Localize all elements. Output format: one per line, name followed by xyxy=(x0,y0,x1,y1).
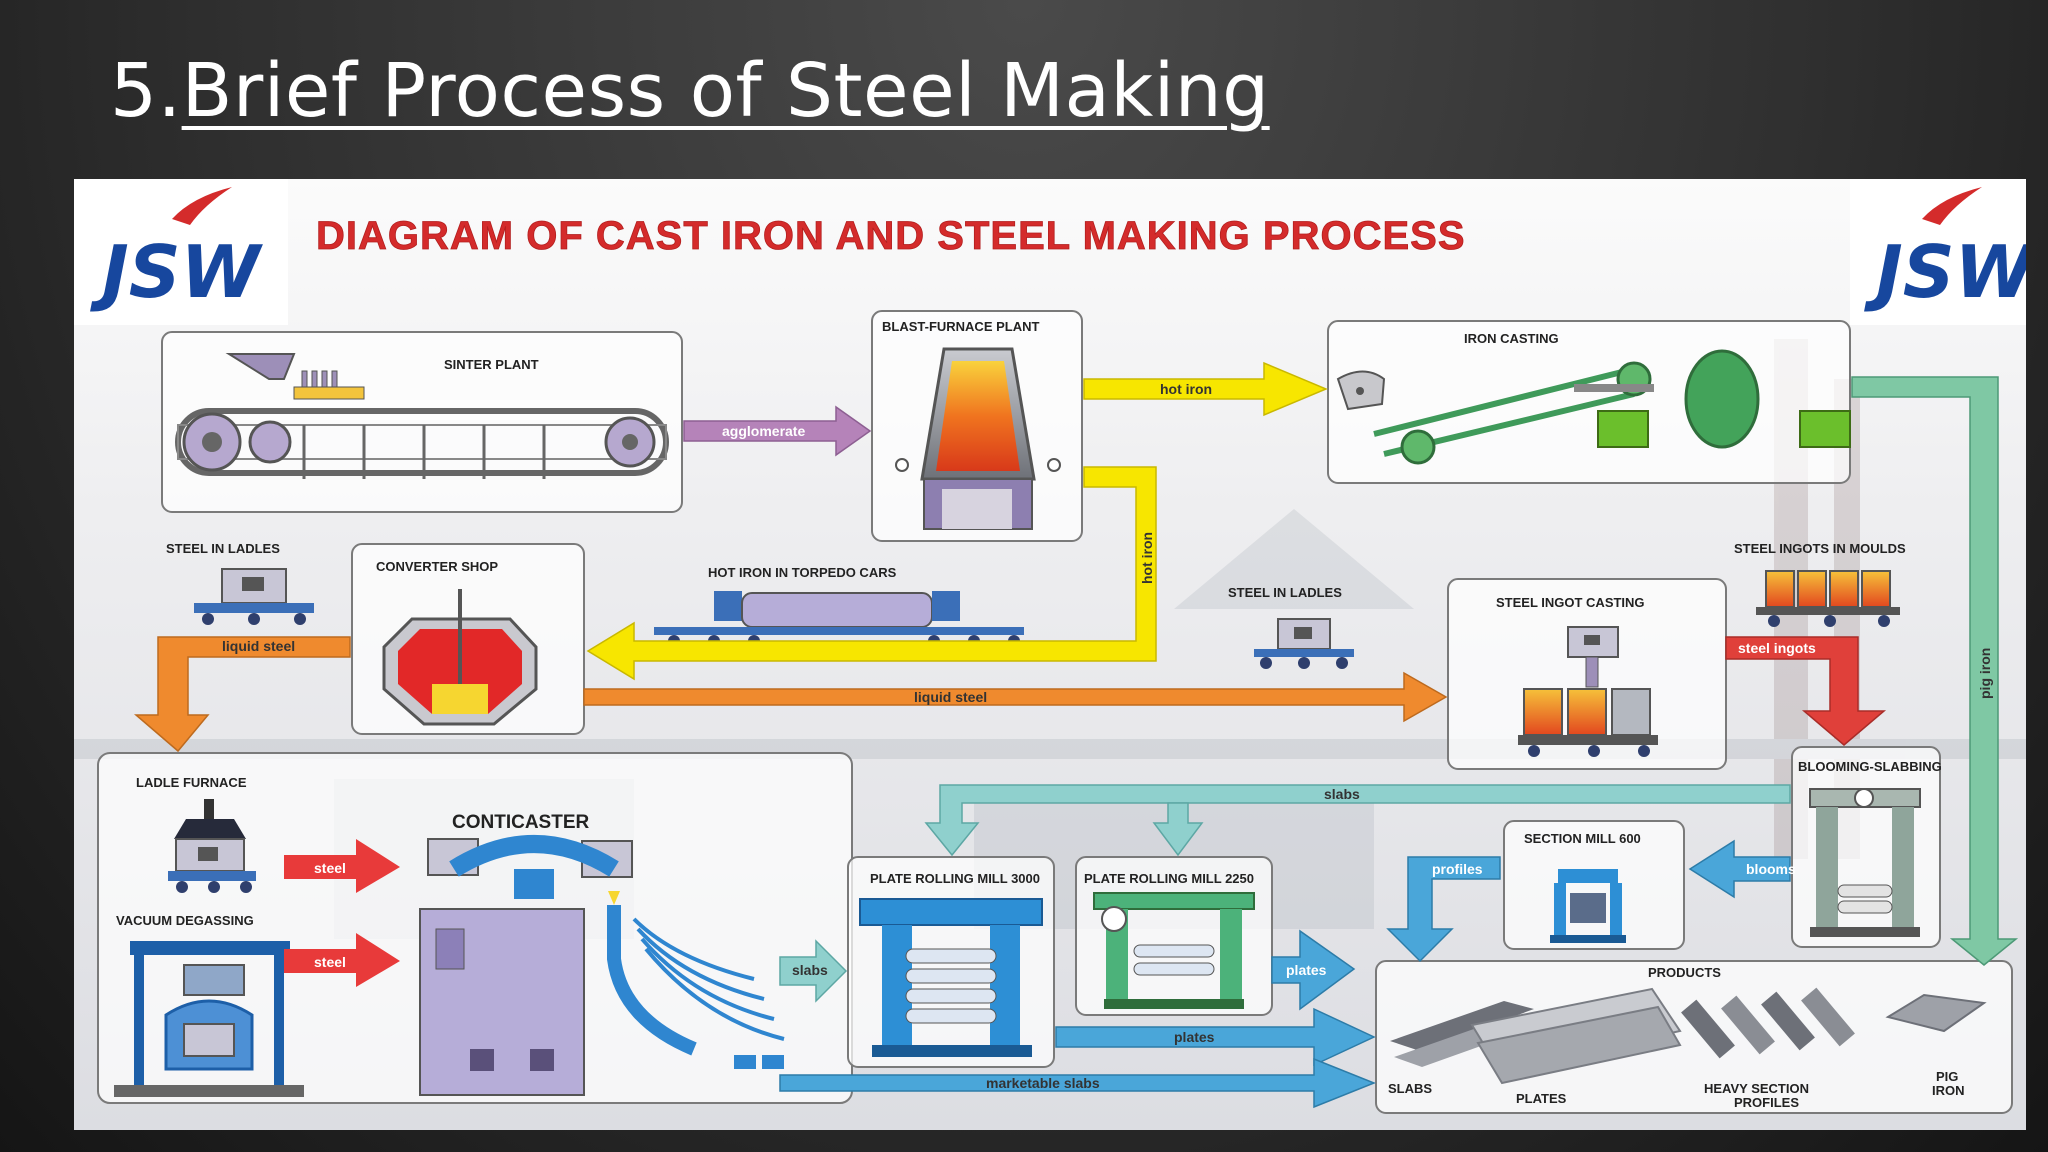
logo-text: JSW xyxy=(1864,230,2026,314)
blooms-flow-label: blooms xyxy=(1746,861,1796,877)
marketable-slabs-arrow: marketable slabs xyxy=(779,1057,1377,1109)
ladle-car-mid-icon xyxy=(1254,618,1354,669)
slabs-left-label: slabs xyxy=(792,962,828,978)
pig-iron-flow-label: pig iron xyxy=(1977,648,1993,699)
converter-shop-station: CONVERTER SHOP xyxy=(351,543,585,735)
hot-iron-vertical-label: hot iron xyxy=(1139,532,1155,584)
plate-mill-2250-station: PLATE ROLLING MILL 2250 xyxy=(1075,856,1273,1016)
slide-number: 5. xyxy=(110,48,182,134)
products-label: PRODUCTS xyxy=(1648,965,1721,980)
blast-furnace-icon xyxy=(895,347,1061,530)
slabs-top-label: slabs xyxy=(1324,786,1360,802)
liquid-steel-left-arrow: liquid steel xyxy=(133,636,351,753)
plate-mill-2250-icon xyxy=(1093,892,1255,1009)
steel-ingot-casting-station: STEEL INGOT CASTING xyxy=(1447,578,1727,770)
sinter-plant-station: SINTER PLANT xyxy=(161,331,683,513)
ladle-furnace-icon xyxy=(168,799,256,893)
diagram-svg: JSW JSW DIAGRAM OF CAST IRON AND STEEL M… xyxy=(74,179,2026,1130)
slide-title-text: Brief Process of Steel Making xyxy=(181,48,1270,134)
liquid-steel-left-label: liquid steel xyxy=(222,638,295,654)
plate-mill-3000-label: PLATE ROLLING MILL 3000 xyxy=(870,871,1040,886)
plates-bottom-label: plates xyxy=(1174,1029,1215,1045)
section-mill-station: SECTION MILL 600 xyxy=(1503,820,1685,950)
product-plates-label: PLATES xyxy=(1516,1091,1567,1106)
steel-in-ladles-left-label: STEEL IN LADLES xyxy=(166,541,280,556)
hot-iron-flow-label: hot iron xyxy=(1160,381,1212,397)
torpedo-cars-label: HOT IRON IN TORPEDO CARS xyxy=(708,565,897,580)
ingot-casting-ladle-icon xyxy=(1518,626,1658,757)
steel-ingots-moulds-label: STEEL INGOTS IN MOULDS xyxy=(1734,541,1906,556)
product-heavy-section-label: HEAVY SECTION xyxy=(1704,1081,1809,1096)
ladle-car-left-icon xyxy=(194,568,314,625)
steel-in-ladles-mid-label: STEEL IN LADLES xyxy=(1228,585,1342,600)
blooming-slabbing-station: BLOOMING-SLABBING xyxy=(1791,746,1942,948)
plate-mill-3000-station: PLATE ROLLING MILL 3000 xyxy=(847,856,1055,1068)
blooming-label: BLOOMING-SLABBING xyxy=(1798,759,1942,774)
hot-iron-to-converter-arrow: hot iron xyxy=(586,466,1157,681)
plates-bottom-arrow: plates xyxy=(1055,1007,1376,1067)
blooms-arrow: blooms xyxy=(1688,839,1796,899)
marketable-slabs-label: marketable slabs xyxy=(986,1075,1100,1091)
product-iron-label: IRON xyxy=(1932,1083,1965,1098)
plate-mill-3000-icon xyxy=(859,898,1043,1057)
pig-iron-arrow: pig iron xyxy=(1851,376,2019,966)
pig-iron-product-icon xyxy=(1885,993,1987,1033)
slabs-left-arrow: slabs xyxy=(779,939,848,1003)
blast-furnace-label: BLAST-FURNACE PLANT xyxy=(882,319,1039,334)
secondary-metallurgy-station: LADLE FURNACE CONTICASTER VACUUM DEGASSI… xyxy=(97,752,853,1104)
steel-ingots-arrow: steel ingots xyxy=(1725,636,1887,746)
agglomerate-flow-label: agglomerate xyxy=(722,423,805,439)
slabs-top-arrow: slabs xyxy=(924,784,1791,857)
vacuum-degassing-icon xyxy=(114,941,304,1097)
sinter-conveyor-icon xyxy=(175,353,669,479)
section-mill-icon xyxy=(1550,869,1626,943)
steel-flow-label-1: steel xyxy=(314,860,346,876)
product-profiles-label: PROFILES xyxy=(1734,1095,1799,1110)
process-diagram: JSW JSW DIAGRAM OF CAST IRON AND STEEL M… xyxy=(74,179,2026,1130)
slide-title: 5.Brief Process of Steel Making xyxy=(110,48,1270,134)
products-panel: PRODUCTS SLABS PLATES HEAVY SECTION PROF… xyxy=(1375,960,2013,1114)
logo-swoosh-icon xyxy=(1922,187,1982,225)
vacuum-degassing-label: VACUUM DEGASSING xyxy=(116,913,254,928)
ingot-moulds-icon xyxy=(1756,570,1900,627)
logo-text: JSW xyxy=(90,230,264,314)
plate-mill-2250-label: PLATE ROLLING MILL 2250 xyxy=(1084,871,1254,886)
logo-swoosh-icon xyxy=(172,187,232,225)
jsw-logo-right: JSW xyxy=(1850,179,2026,325)
section-mill-label: SECTION MILL 600 xyxy=(1524,831,1641,846)
converter-shop-label: CONVERTER SHOP xyxy=(376,559,498,574)
jsw-logo-left: JSW xyxy=(74,179,288,325)
liquid-steel-main-label: liquid steel xyxy=(914,689,987,705)
blooming-mill-icon xyxy=(1809,788,1921,937)
diagram-heading: DIAGRAM OF CAST IRON AND STEEL MAKING PR… xyxy=(316,214,1466,258)
heavy-section-profiles-icon xyxy=(1681,987,1855,1059)
steel-arrow-upper: steel xyxy=(284,839,400,893)
profiles-arrow: profiles xyxy=(1386,856,1501,963)
profiles-flow-label: profiles xyxy=(1432,861,1483,877)
iron-casting-machine-icon xyxy=(1336,349,1851,465)
liquid-steel-main-arrow: liquid steel xyxy=(583,671,1448,723)
product-pig-label: PIG xyxy=(1936,1069,1958,1084)
iron-casting-station: IRON CASTING xyxy=(1327,320,1851,484)
conticaster-machine-icon xyxy=(419,835,785,1096)
steel-ingots-flow-label: steel ingots xyxy=(1738,640,1816,656)
ladle-furnace-label: LADLE FURNACE xyxy=(136,775,247,790)
iron-casting-label: IRON CASTING xyxy=(1464,331,1559,346)
agglomerate-arrow: agglomerate xyxy=(683,405,872,457)
plates-vertical-label: plates xyxy=(1286,962,1327,978)
steel-ingot-casting-label: STEEL INGOT CASTING xyxy=(1496,595,1645,610)
plates-2250-arrow: plates xyxy=(1271,929,1356,1011)
converter-vessel-icon xyxy=(382,589,538,726)
plates-product-icon xyxy=(1470,987,1682,1085)
hot-iron-to-casting-arrow: hot iron xyxy=(1083,361,1328,417)
blast-furnace-station: BLAST-FURNACE PLANT xyxy=(871,310,1083,542)
product-slabs-label: SLABS xyxy=(1388,1081,1432,1096)
conticaster-label: CONTICASTER xyxy=(452,812,590,833)
steel-arrow-lower: steel xyxy=(284,933,400,987)
steel-flow-label-2: steel xyxy=(314,954,346,970)
sinter-plant-label: SINTER PLANT xyxy=(444,357,539,372)
